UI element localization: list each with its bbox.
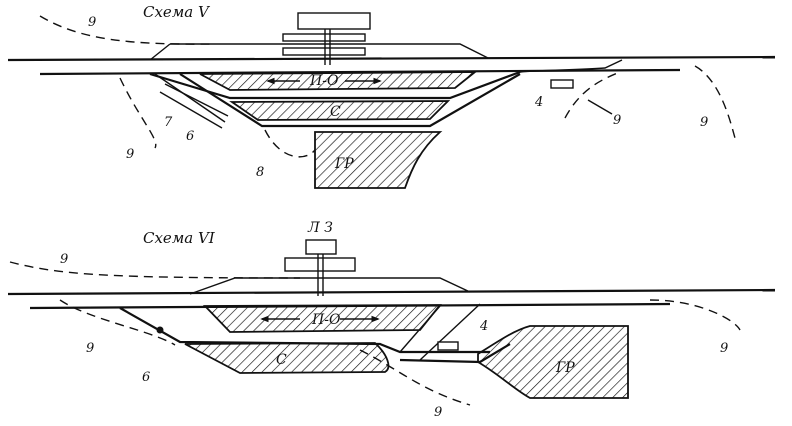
scheme-6-num-9-bottom: 9 bbox=[434, 405, 442, 420]
scheme-6-small-building-4 bbox=[437, 341, 459, 351]
scheme-5-road-right-a bbox=[564, 71, 621, 119]
scheme-6-main-track-1 bbox=[7, 288, 776, 296]
scheme-6-num-9-top: 9 bbox=[60, 252, 68, 267]
scheme-5-small-building-4 bbox=[550, 79, 574, 89]
scheme-5-cargo-zone bbox=[229, 100, 451, 121]
scheme-6-road-bottom bbox=[359, 349, 471, 406]
scheme-6-building-label: Л З bbox=[307, 220, 333, 236]
scheme-5-freight-label: ГР bbox=[334, 156, 354, 172]
scheme-5: Схема V П-О С ГР bbox=[7, 3, 776, 189]
scheme-5-road-top bbox=[39, 15, 216, 45]
scheme-5-num-9-left: 9 bbox=[126, 147, 134, 162]
scheme-5-num-9-top: 9 bbox=[88, 15, 96, 30]
scheme-5-num-4: 4 bbox=[534, 95, 543, 110]
scheme-5-road-right-b bbox=[694, 65, 736, 139]
scheme-6-title: Схема VI bbox=[143, 229, 216, 247]
scheme-6-switch-point-6 bbox=[156, 326, 164, 334]
scheme-5-siding-right bbox=[519, 59, 623, 73]
scheme-5-freight-yard bbox=[314, 131, 443, 189]
scheme-6-cargo-label: С bbox=[276, 352, 287, 368]
scheme-6: Схема VI Л З П-О С ГР bbox=[7, 220, 776, 420]
scheme-5-num-7: 7 bbox=[164, 115, 173, 130]
scheme-5-num-8: 8 bbox=[256, 165, 264, 180]
scheme-5-num-9-right-a: 9 bbox=[613, 113, 621, 128]
scheme-5-passenger-platform bbox=[199, 71, 478, 91]
scheme-5-platform-label: П-О bbox=[309, 73, 339, 89]
scheme-6-num-9-left: 9 bbox=[86, 341, 94, 356]
scheme-6-num-9-right: 9 bbox=[720, 341, 728, 356]
scheme-5-station-building bbox=[282, 12, 371, 65]
scheme-6-station-building bbox=[284, 239, 356, 296]
scheme-6-freight-yard bbox=[477, 325, 629, 399]
scheme-5-num-9-right-b: 9 bbox=[700, 115, 708, 130]
scheme-5-cargo-label: С bbox=[330, 104, 341, 120]
scheme-5-num-6: 6 bbox=[186, 129, 194, 144]
scheme-6-num-6: 6 bbox=[142, 370, 150, 385]
scheme-5-main-track-1 bbox=[7, 55, 776, 62]
scheme-6-siding-top bbox=[189, 277, 471, 295]
scheme-6-freight-label: ГР bbox=[555, 360, 575, 376]
scheme-6-road-right bbox=[649, 299, 741, 331]
scheme-6-platform-label: П-О bbox=[311, 312, 341, 328]
scheme-5-title: Схема V bbox=[143, 3, 211, 21]
scheme-6-num-4: 4 bbox=[479, 319, 488, 334]
scheme-6-road-left bbox=[59, 299, 176, 346]
scheme-6-road-top bbox=[9, 261, 301, 279]
scheme-5-road-left bbox=[119, 77, 157, 149]
scheme-5-siding-top bbox=[170, 43, 489, 59]
